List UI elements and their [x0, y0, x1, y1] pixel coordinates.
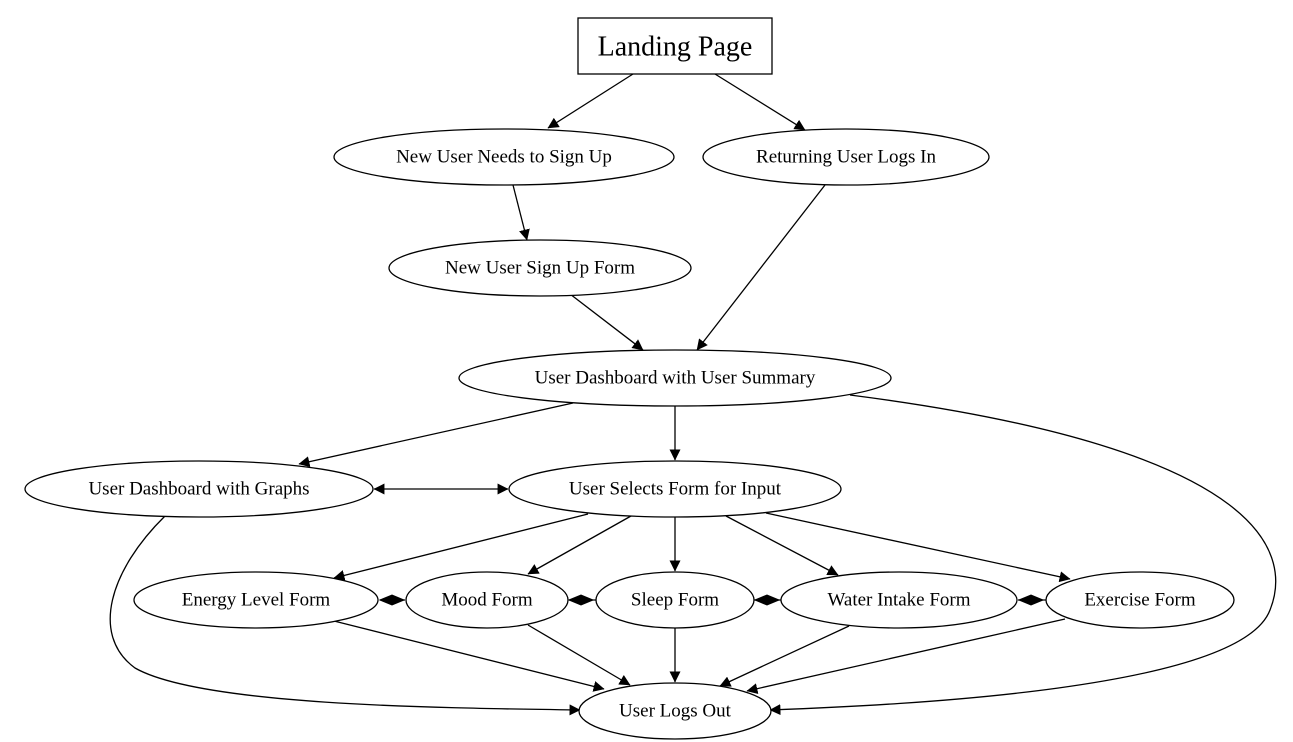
edge-water-logout — [719, 625, 850, 687]
node-label: Mood Form — [441, 590, 533, 611]
edge-graphs-logout — [109, 515, 581, 716]
node-dashboard-graphs: User Dashboard with Graphs — [24, 460, 374, 518]
edges — [109, 73, 1277, 716]
node-logs-out: User Logs Out — [578, 682, 772, 740]
node-label: User Selects Form for Input — [569, 479, 782, 500]
edge-energy-logout — [333, 620, 605, 692]
edge-signupform-dashboard — [569, 293, 644, 351]
diamond-marker — [567, 594, 595, 606]
node-label: New User Sign Up Form — [445, 258, 635, 279]
node-returning-user: Returning User Logs In — [702, 128, 990, 186]
edge-mood-logout — [527, 624, 631, 686]
edge-dashboard-logout — [769, 394, 1277, 716]
edge-selects-water — [725, 515, 839, 576]
node-landing-page: Landing Page — [577, 17, 773, 75]
form-connectors — [378, 594, 1047, 606]
node-dashboard-summary: User Dashboard with User Summary — [458, 349, 892, 407]
edge-selects-mood — [527, 515, 632, 575]
edge-exercise-logout — [746, 618, 1066, 695]
node-exercise-form: Exercise Form — [1045, 571, 1235, 629]
edge-selects-energy — [333, 513, 589, 581]
edge-landing-returning — [714, 73, 806, 131]
node-label: User Dashboard with Graphs — [88, 479, 309, 500]
edge-selects-exercise — [765, 512, 1071, 583]
diamond-marker — [378, 594, 406, 606]
node-label: Water Intake Form — [827, 590, 970, 611]
node-label: New User Needs to Sign Up — [396, 147, 612, 168]
diamond-marker — [1017, 594, 1045, 606]
node-label: Exercise Form — [1084, 590, 1196, 611]
node-label: Sleep Form — [631, 590, 719, 611]
node-label: User Dashboard with User Summary — [535, 368, 816, 389]
node-sleep-form: Sleep Form — [595, 571, 755, 629]
edge-returning-dashboard — [696, 184, 826, 351]
edge-landing-newuser — [547, 73, 634, 129]
node-label: User Logs Out — [619, 701, 732, 722]
node-label: Returning User Logs In — [756, 147, 936, 168]
node-selects-form: User Selects Form for Input — [508, 460, 842, 518]
node-mood-form: Mood Form — [405, 571, 569, 629]
node-new-user-sign-up: New User Needs to Sign Up — [333, 128, 675, 186]
node-label: Landing Page — [598, 32, 753, 63]
node-label: Energy Level Form — [182, 590, 331, 611]
edge-newuser-signupform — [512, 184, 530, 241]
edge-dashboard-graphs — [298, 402, 574, 468]
diamond-marker — [753, 594, 781, 606]
node-water-form: Water Intake Form — [780, 571, 1018, 629]
node-energy-form: Energy Level Form — [133, 571, 379, 629]
node-sign-up-form: New User Sign Up Form — [388, 239, 692, 297]
